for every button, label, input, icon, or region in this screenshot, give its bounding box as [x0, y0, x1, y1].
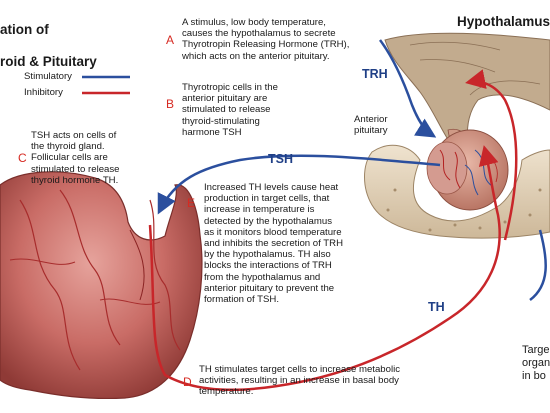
step-e-letter: E: [187, 196, 196, 210]
title-line-2: roid & Pituitary: [0, 54, 97, 69]
step-b-letter: B: [166, 97, 175, 111]
title-line-1: ation of: [0, 22, 49, 37]
step-a-letter: A: [166, 33, 175, 47]
hypothalamus-label: Hypothalamus: [457, 14, 550, 29]
step-d-text: TH stimulates target cells to increase m…: [199, 364, 401, 398]
step-a-text: A stimulus, low body temperature, causes…: [182, 17, 350, 62]
legend-inhibitory-label: Inhibitory: [24, 87, 63, 98]
th-target-arrow: [529, 229, 547, 301]
step-c-text: TSH acts on cells of the thyroid gland. …: [31, 130, 120, 186]
legend-stimulatory-label: Stimulatory: [24, 71, 72, 82]
target-organ-label: Targe organ in bo: [522, 344, 550, 382]
tsh-label: TSH: [268, 152, 293, 166]
step-c-letter: C: [18, 151, 27, 165]
thyroid-illustration: [0, 171, 203, 400]
anterior-pituitary-label: Anterior pituitary: [354, 114, 388, 137]
trh-label: TRH: [362, 67, 388, 81]
tsh-arrow: [157, 154, 441, 215]
step-b-text: Thyrotropic cells in the anterior pituit…: [182, 82, 278, 138]
sella-bone-illustration: [364, 144, 550, 239]
th-inhibitory-arrow: [148, 145, 501, 391]
trh-arrow: [378, 39, 437, 138]
pituitary-illustration: [426, 128, 509, 211]
hypothalamus-illustration: [384, 32, 550, 147]
step-d-letter: D: [183, 375, 192, 389]
step-e-text: Increased TH levels cause heat productio…: [204, 182, 344, 306]
th-hypothalamus-inhibitory-arrow: [465, 69, 518, 241]
diagram-title: ation of roid & Pituitary: [0, 6, 97, 70]
th-label: TH: [428, 300, 445, 314]
